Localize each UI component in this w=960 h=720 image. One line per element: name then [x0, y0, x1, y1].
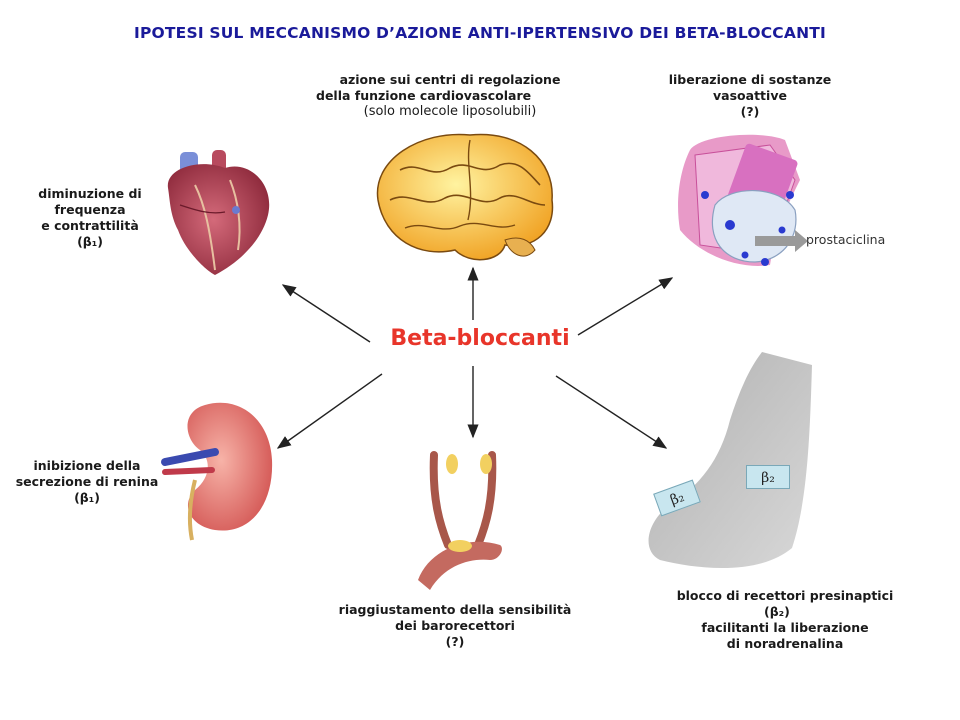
- arrow-to-kidney: [276, 373, 383, 449]
- receptor-label-2: β₂: [761, 470, 775, 486]
- brain-label: azione sui centri di regolazione della f…: [316, 72, 561, 119]
- kidney-label: inibizione della secrezione di renina (β…: [15, 458, 159, 505]
- vessel-label: liberazione di sostanze vasoattive (?): [668, 72, 832, 119]
- presynaptic-label: blocco di recettori presinaptici (β₂) fa…: [676, 588, 894, 651]
- arrow-to-vessel: [577, 277, 674, 336]
- kidney-illustration: [161, 402, 273, 541]
- heart-label: diminuzione di frequenza e contrattilità…: [38, 186, 142, 249]
- heart-illustration: [167, 150, 270, 275]
- arrows: [276, 266, 674, 449]
- receptor-badge-2: β₂: [746, 465, 790, 489]
- prostacyclin-label: prostaciclina: [806, 232, 886, 247]
- receptor-label-1: β₂: [668, 489, 687, 509]
- arrow-to-heart: [281, 284, 371, 343]
- presynaptic-illustration: [648, 352, 812, 569]
- baroreceptor-label: riaggiustamento della sensibilità dei ba…: [338, 602, 572, 649]
- center-label: Beta-bloccanti: [390, 326, 570, 351]
- baroreceptor-illustration: [418, 451, 502, 590]
- vessel-illustration: [678, 134, 808, 266]
- brain-illustration: [376, 133, 554, 261]
- page-title: IPOTESI SUL MECCANISMO D’AZIONE ANTI-IPE…: [133, 24, 826, 42]
- arrow-to-presyn: [555, 375, 668, 449]
